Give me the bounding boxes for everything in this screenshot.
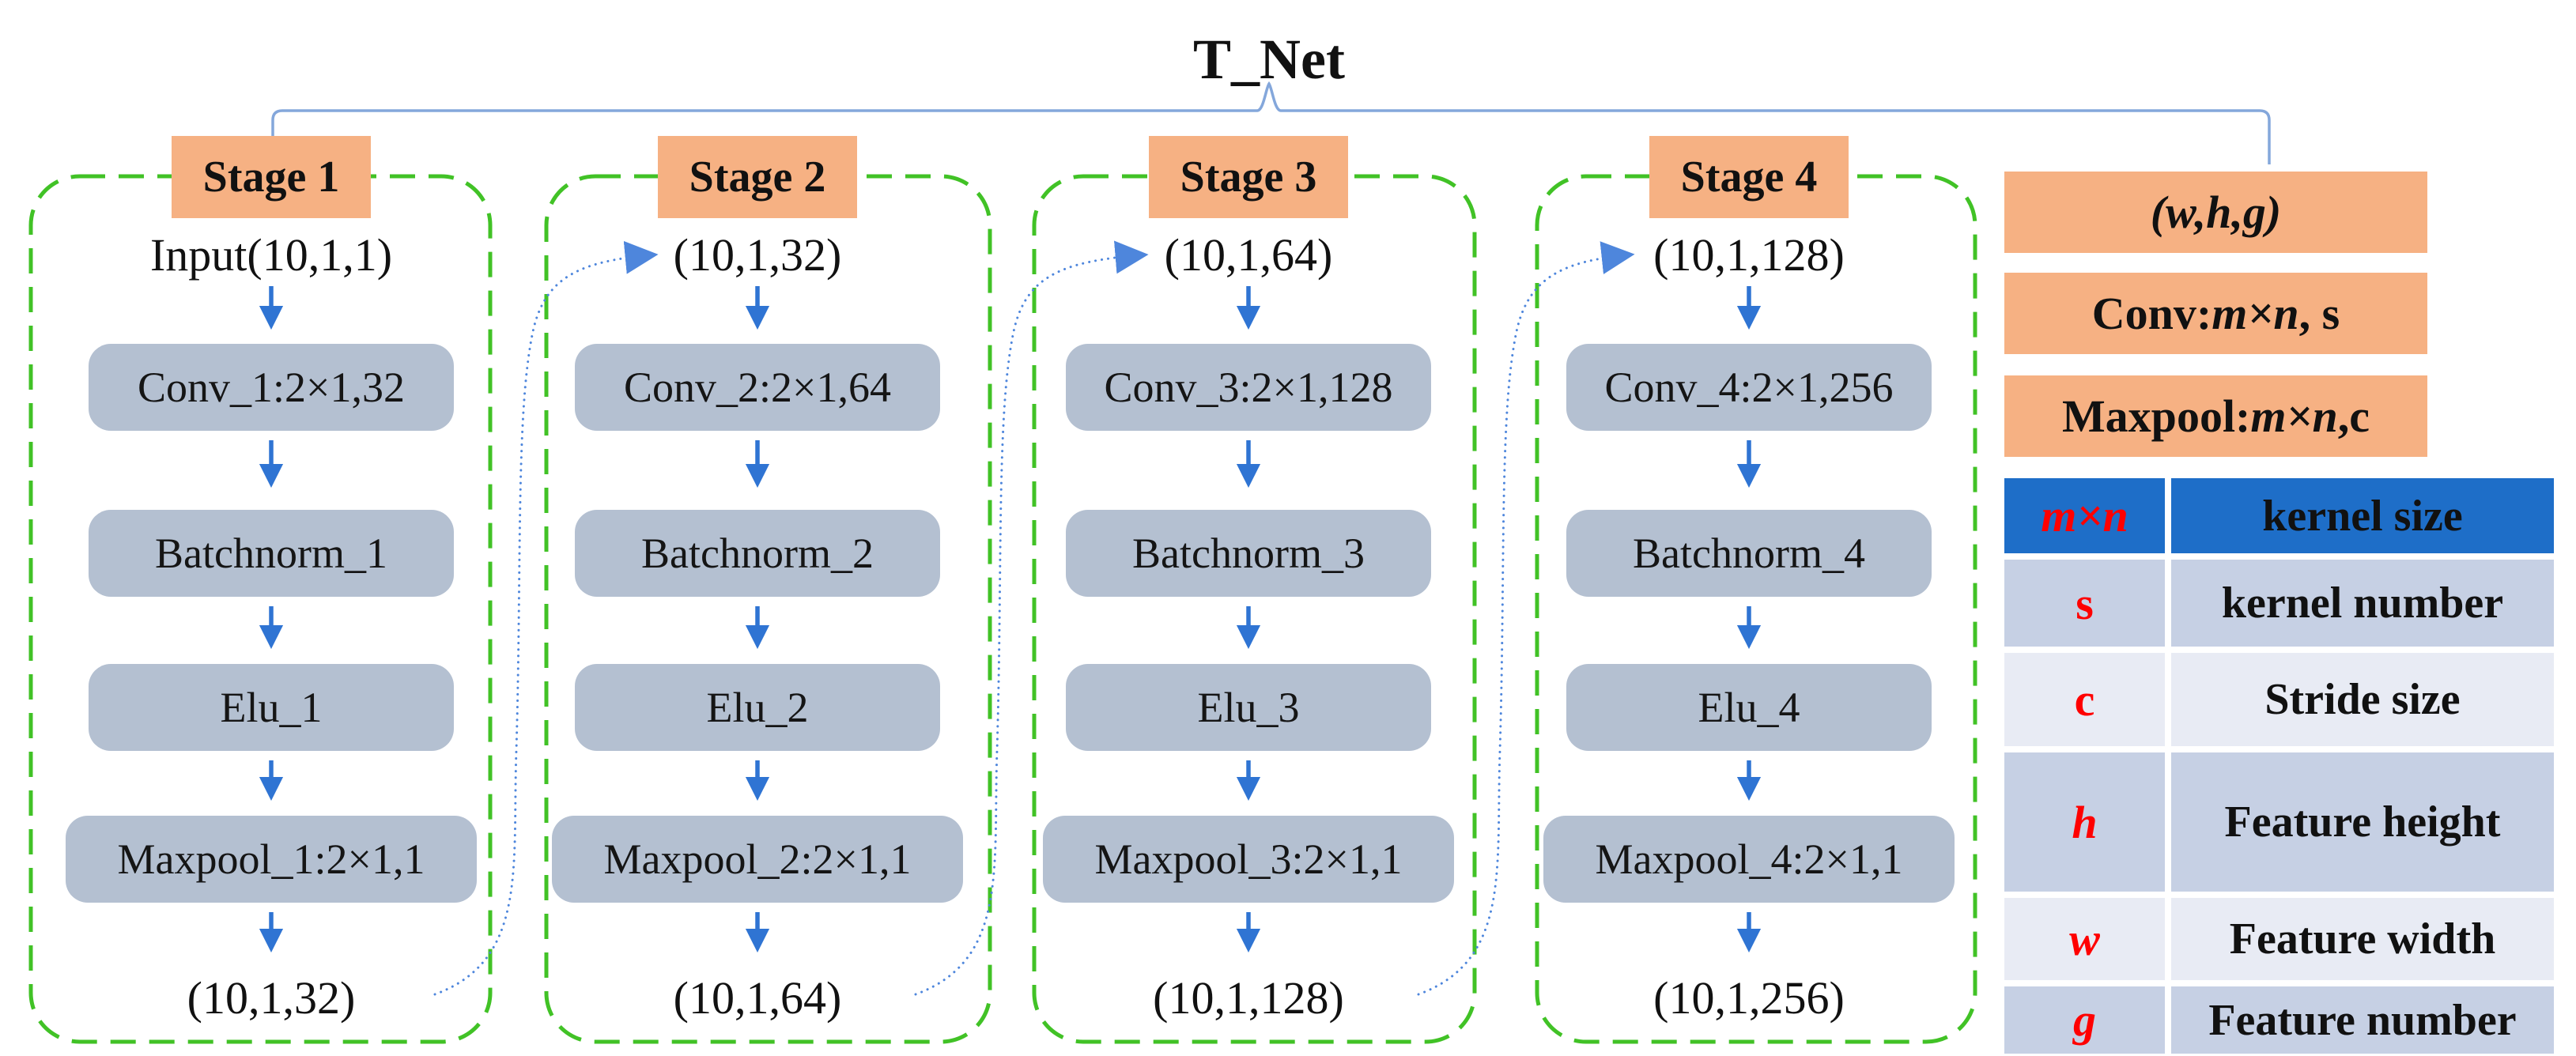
legend-maxpool-box: Maxpool:m×n,c <box>2004 375 2427 457</box>
input-shape-text: (10,1,128) <box>1653 229 1845 281</box>
maxpool-layer-box: Maxpool_4:2×1,1 <box>1543 816 1955 903</box>
stage-label: Stage 2 <box>658 136 857 218</box>
batchnorm-layer-box: Batchnorm_2 <box>575 510 940 597</box>
symbol-cell: g <box>2004 986 2165 1054</box>
legend-maxpool-prefix: Maxpool: <box>2061 390 2251 442</box>
legend-maxpool-suffix: ,c <box>2337 390 2370 442</box>
symbol-cell: c <box>2004 653 2165 746</box>
legend-shape-box: (w,h,g) <box>2004 172 2427 253</box>
batchnorm-layer-box: Batchnorm_3 <box>1066 510 1431 597</box>
maxpool-layer-box: Maxpool_3:2×1,1 <box>1043 816 1454 903</box>
legend-conv-kernel: m×n <box>2212 288 2299 339</box>
legend-table-header-symbol: m×n <box>2004 478 2165 553</box>
elu-layer-box: Elu_2 <box>575 664 940 751</box>
conv-layer-box: Conv_3:2×1,128 <box>1066 344 1431 431</box>
legend-conv-suffix: , s <box>2298 288 2340 339</box>
stage-4-panel: Stage 4 (10,1,128) Conv_4:2×1,256 Batchn… <box>1528 0 1970 1056</box>
stage-3-panel: Stage 3 (10,1,64) Conv_3:2×1,128 Batchno… <box>1027 0 1470 1056</box>
tnet-brace-icon <box>271 81 2271 164</box>
stage-label: Stage 3 <box>1149 136 1348 218</box>
output-shape-text: (10,1,256) <box>1653 972 1845 1024</box>
maxpool-layer-box: Maxpool_1:2×1,1 <box>66 816 477 903</box>
stage1-to-stage2-connector-icon <box>433 240 659 996</box>
legend-conv-prefix: Conv: <box>2091 288 2212 339</box>
output-shape-text: (10,1,64) <box>673 972 842 1024</box>
input-shape-text: Input(10,1,1) <box>149 229 393 281</box>
page-title: T_Net <box>1193 28 1345 91</box>
stage-2-panel: Stage 2 (10,1,32) Conv_2:2×1,64 Batchnor… <box>536 0 979 1056</box>
legend-table-header-meaning: kernel size <box>2171 478 2554 553</box>
symbol-cell: s <box>2004 560 2165 647</box>
legend-table: m×n kernel size s kernel number c Stride… <box>2004 478 2554 1054</box>
meaning-cell: kernel number <box>2171 560 2554 647</box>
batchnorm-layer-box: Batchnorm_1 <box>89 510 454 597</box>
stage-label: Stage 4 <box>1649 136 1849 218</box>
legend-maxpool-kernel: m×n <box>2250 390 2338 442</box>
input-shape-text: (10,1,64) <box>1164 229 1333 281</box>
elu-layer-box: Elu_4 <box>1566 664 1932 751</box>
legend-conv-box: Conv:m×n, s <box>2004 273 2427 354</box>
elu-layer-box: Elu_3 <box>1066 664 1431 751</box>
symbol-cell: h <box>2004 752 2165 892</box>
output-shape-text: (10,1,128) <box>1153 972 1344 1024</box>
meaning-cell: Stride size <box>2171 653 2554 746</box>
conv-layer-box: Conv_1:2×1,32 <box>89 344 454 431</box>
symbol-cell: w <box>2004 898 2165 980</box>
meaning-cell: Feature height <box>2171 752 2554 892</box>
stage2-to-stage3-connector-icon <box>914 240 1149 996</box>
input-shape-text: (10,1,32) <box>673 229 842 281</box>
stage-label: Stage 1 <box>172 136 371 218</box>
stage-1-panel: Stage 1 Input(10,1,1) Conv_1:2×1,32 Batc… <box>50 0 493 1056</box>
conv-layer-box: Conv_4:2×1,256 <box>1566 344 1932 431</box>
batchnorm-layer-box: Batchnorm_4 <box>1566 510 1932 597</box>
stage-1-dashed-border <box>28 174 493 1044</box>
output-shape-text: (10,1,32) <box>187 972 356 1024</box>
maxpool-layer-box: Maxpool_2:2×1,1 <box>552 816 963 903</box>
legend-shape-label: (w,h,g) <box>2150 187 2282 238</box>
stage3-to-stage4-connector-icon <box>1417 241 1635 996</box>
elu-layer-box: Elu_1 <box>89 664 454 751</box>
meaning-cell: Feature number <box>2171 986 2554 1054</box>
meaning-cell: Feature width <box>2171 898 2554 980</box>
conv-layer-box: Conv_2:2×1,64 <box>575 344 940 431</box>
